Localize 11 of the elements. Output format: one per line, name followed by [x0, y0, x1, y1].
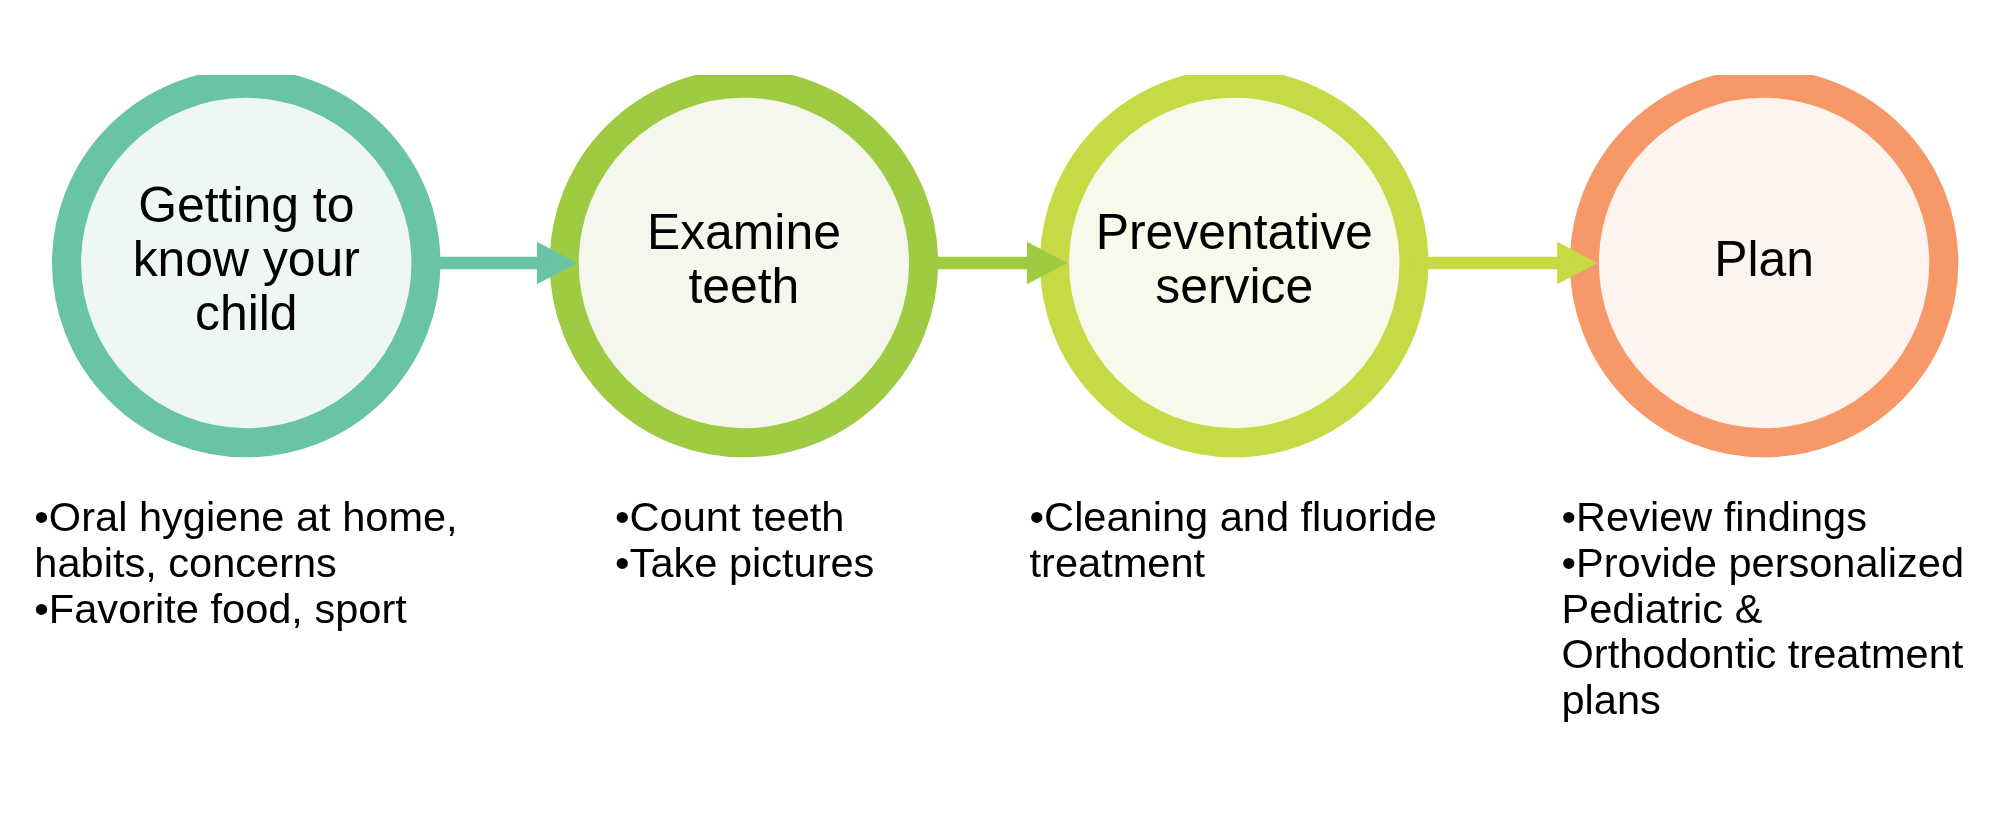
node-label: •Review findings [1561, 492, 1867, 540]
node-label: •Take pictures [614, 538, 874, 586]
node-label: •Cleaning and fluoride treatment [1029, 492, 1437, 586]
node-label: •Favorite food, sport [33, 583, 407, 631]
node-label: •Oral hygiene at home, habits, concerns [33, 492, 458, 586]
node-label: •Count teeth [614, 492, 844, 540]
node-circle: Preventative service [1039, 74, 1428, 457]
node-circle: Plan [1569, 74, 1958, 457]
node-circle: Examine teeth [549, 74, 938, 457]
node-label: •Provide personalized Pediatric & Orthodontic treatment plans [1561, 538, 1964, 723]
node-circle: Getting to know your child [51, 74, 441, 457]
